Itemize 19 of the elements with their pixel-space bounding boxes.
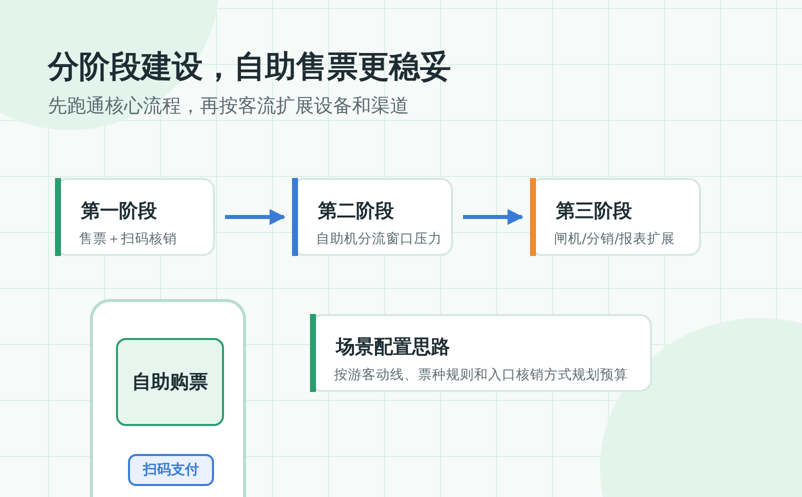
card-description: 售票＋扫码核销: [79, 230, 177, 248]
card-description: 自助机分流窗口压力: [316, 230, 442, 248]
screen-panel: 自助购票: [116, 338, 224, 426]
title: 分阶段建设，自助售票更稳妥: [48, 48, 451, 87]
kiosk-device: [90, 299, 246, 497]
stage-card: [55, 178, 215, 256]
stage-card: [530, 178, 701, 256]
arrow: [225, 209, 286, 225]
stage-card: [292, 178, 453, 256]
arrow: [463, 209, 524, 225]
pay-tag: 扫码支付: [128, 454, 214, 486]
info-card: [310, 314, 652, 392]
card-heading: 第一阶段: [81, 199, 157, 224]
card-heading: 第三阶段: [556, 199, 632, 224]
card-heading: 场景配置思路: [336, 335, 450, 360]
card-heading: 第二阶段: [318, 199, 394, 224]
card-description: 闸机/分销/报表扩展: [554, 230, 676, 248]
subtitle: 先跑通核心流程，再按客流扩展设备和渠道: [48, 94, 409, 119]
card-description: 按游客动线、票种规则和入口核销方式规划预算: [334, 366, 628, 384]
